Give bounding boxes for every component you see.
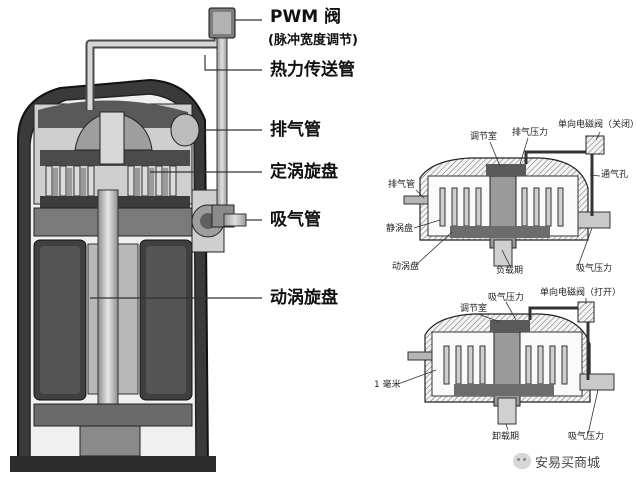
compressor-base [10, 456, 216, 472]
bottom-label-one-mm: 1 毫米 [374, 380, 401, 390]
motor-stator [33, 239, 193, 401]
label-pwm-valve-sub: (脉冲宽度调节) [268, 33, 358, 48]
top-label-discharge-pressure: 排气压力 [512, 128, 549, 138]
label-pwm-valve: PWM 阀 [270, 7, 342, 27]
label-fixed-scroll: 定涡旋盘 [270, 162, 338, 182]
top-label-vent-hole: 通气孔 [601, 170, 629, 180]
top-label-regulating-chamber: 调节室 [470, 132, 498, 142]
top-label-solenoid-valve: 单向电磁阀（关闭） [558, 120, 637, 130]
top-label-fixed-scroll: 静涡盘 [386, 224, 414, 234]
discharge-valve-housing [170, 113, 200, 147]
leader-lines [90, 19, 262, 299]
suction-pipe [223, 213, 247, 227]
label-suction-pipe: 吸气管 [270, 210, 321, 230]
bottom-label-solenoid-valve: 单向电磁阀（打开） [540, 288, 622, 298]
label-discharge-pipe: 排气管 [270, 120, 321, 140]
schematic-loaded [403, 131, 611, 267]
top-label-orbiting-scroll: 动涡盘 [392, 262, 420, 272]
bottom-label-suction-pressure: 吸气压力 [568, 432, 605, 442]
top-label-suction-pressure: 吸气压力 [576, 264, 613, 274]
compressor-cutaway [10, 7, 247, 472]
top-label-loaded-period: 负载期 [496, 266, 524, 276]
bottom-label-suction-pressure-top: 吸气压力 [488, 293, 525, 303]
bottom-label-unloaded-period: 卸载期 [492, 432, 520, 442]
label-orbiting-scroll: 动涡旋盘 [270, 288, 338, 308]
watermark: 安易买商城 [513, 452, 601, 471]
wechat-icon [513, 453, 531, 469]
top-label-discharge-pipe: 排气管 [388, 180, 416, 190]
watermark-text: 安易买商城 [535, 455, 601, 471]
bottom-label-regulating-chamber: 调节室 [460, 304, 488, 314]
bypass-tube [216, 37, 228, 209]
label-heat-pipe: 热力传送管 [270, 60, 355, 80]
schematic-unloaded [397, 298, 615, 435]
